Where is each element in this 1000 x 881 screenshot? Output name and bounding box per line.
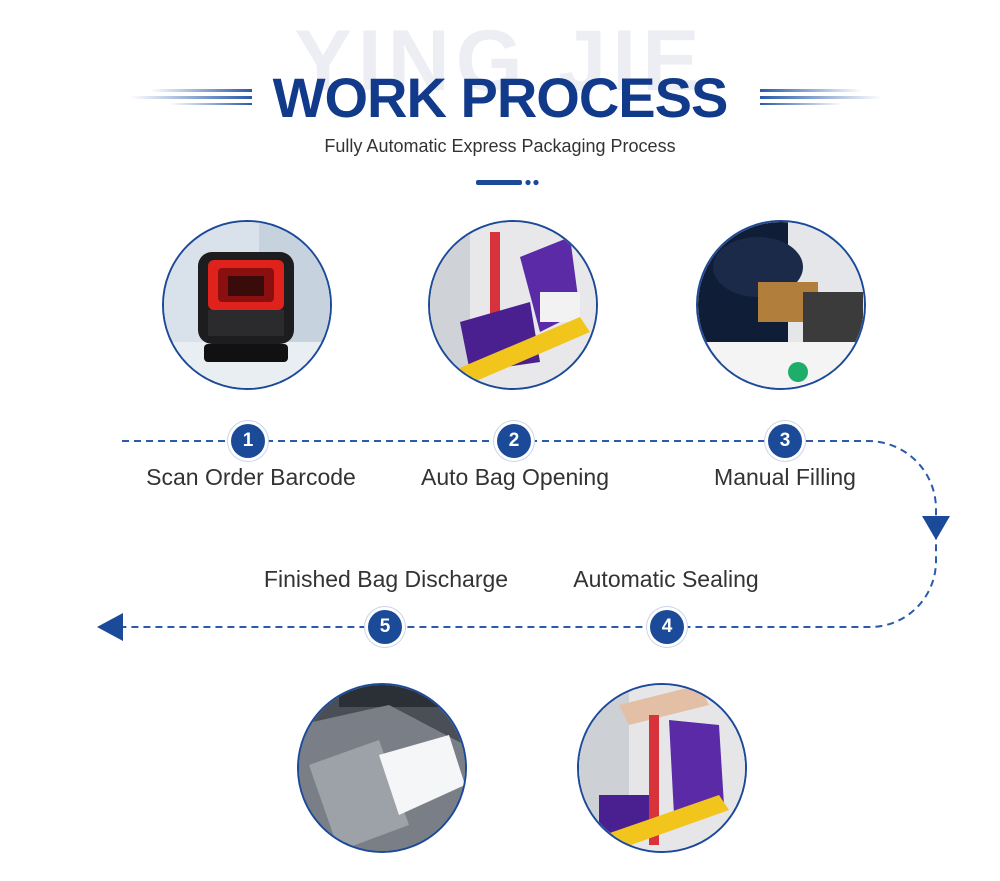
left-arrow-icon <box>97 613 123 641</box>
step-label-3: Manual Filling <box>714 464 856 490</box>
step-number-5: 5 <box>368 610 402 644</box>
left-title-decoration <box>130 89 252 105</box>
step-number-4: 4 <box>650 610 684 644</box>
brand-watermark: YING JIE <box>294 13 706 109</box>
step-label-2: Auto Bag Opening <box>421 464 609 490</box>
step-number-2: 2 <box>497 424 531 458</box>
step-number-3: 3 <box>768 424 802 458</box>
sealing-photo <box>577 683 747 853</box>
step-label-1: Scan Order Barcode <box>146 464 356 490</box>
page-title: WORK PROCESS <box>272 66 729 129</box>
manual-filling-photo <box>696 220 866 390</box>
step-number-1: 1 <box>231 424 265 458</box>
step-label-4: Automatic Sealing <box>573 566 759 592</box>
page-subtitle: Fully Automatic Express Packaging Proces… <box>324 136 676 156</box>
title-underline-decoration <box>476 179 539 186</box>
down-arrow-icon <box>922 516 950 540</box>
barcode-scanner-photo <box>162 220 332 390</box>
step-label-5: Finished Bag Discharge <box>263 566 509 592</box>
right-title-decoration <box>760 89 882 105</box>
bag-opening-photo <box>428 220 598 390</box>
bag-discharge-photo <box>297 683 467 853</box>
